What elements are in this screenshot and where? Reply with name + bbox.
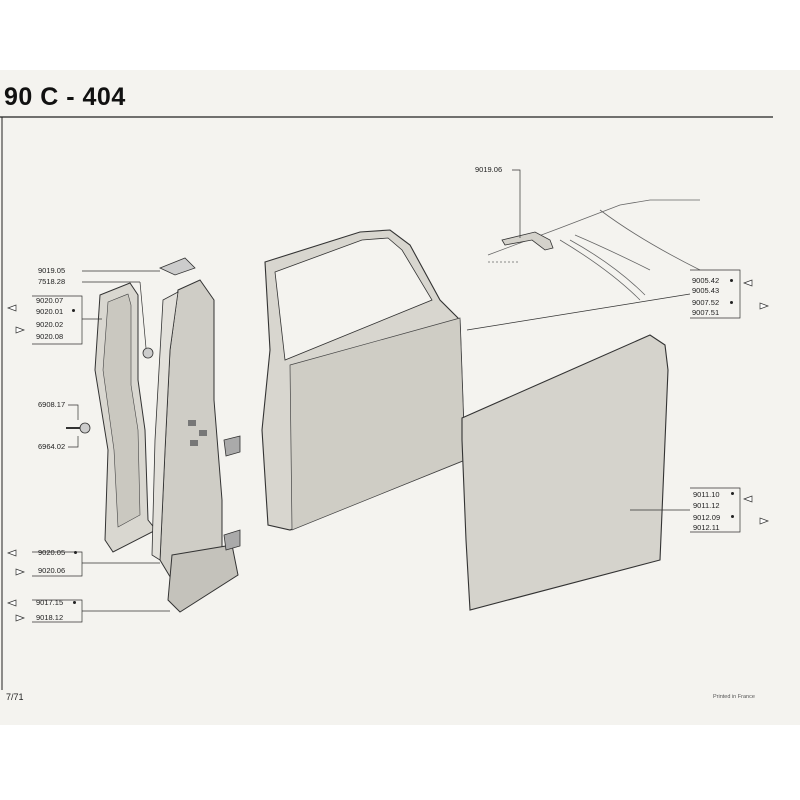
leader-lines: [32, 169, 741, 623]
label-9020-02: 9020.02: [36, 320, 64, 329]
label-9005-42: 9005.42: [692, 276, 720, 285]
marker-dot: [74, 551, 77, 554]
door-shell-9005-42: [261, 229, 466, 531]
printed-note: Printed in France: [713, 694, 755, 700]
marker-dot: [730, 279, 733, 282]
label-9020-07: 9020.07: [36, 296, 64, 305]
bracket-9019-06: [501, 231, 554, 251]
label-9020-06: 9020.06: [38, 566, 66, 575]
marker-dot: [73, 601, 76, 604]
label-9020-08: 9020.08: [36, 332, 64, 341]
label-9017-15: 9017.15: [36, 598, 64, 607]
label-9012-11: 9012.11: [693, 523, 720, 532]
page-number: 7/71: [6, 692, 24, 702]
page-title: 90 C - 404: [4, 83, 126, 111]
label-9011-12: 9011.12: [693, 501, 720, 510]
indicator-arrows: [7, 279, 769, 622]
marker-dot: [731, 492, 734, 495]
label-9018-12: 9018.12: [36, 613, 64, 622]
marker-dot: [72, 309, 75, 312]
car-roof-outline: [487, 199, 701, 301]
label-6908-17: 6908.17: [38, 400, 66, 409]
label-9020-01: 9020.01: [36, 307, 64, 316]
marker-dot: [731, 515, 734, 518]
screw-6908-17: [66, 257, 196, 434]
trim-panel-9020-07: [94, 282, 157, 553]
label-9020-05: 9020.05: [38, 548, 66, 557]
label-9019-05: 9019.05: [38, 266, 66, 275]
pillar-9020-05: [151, 279, 241, 613]
label-9012-09: 9012.09: [693, 513, 721, 522]
label-9019-06: 9019.06: [475, 165, 503, 174]
door-skin-9011-10: [461, 334, 669, 611]
label-9011-10: 9011.10: [693, 490, 720, 499]
label-7518-28: 7518.28: [38, 277, 66, 286]
marker-dot: [730, 301, 733, 304]
label-9007-51: 9007.51: [692, 308, 720, 317]
label-9005-43: 9005.43: [692, 286, 720, 295]
label-6964-02: 6964.02: [38, 442, 66, 451]
label-9007-52: 9007.52: [692, 298, 720, 307]
